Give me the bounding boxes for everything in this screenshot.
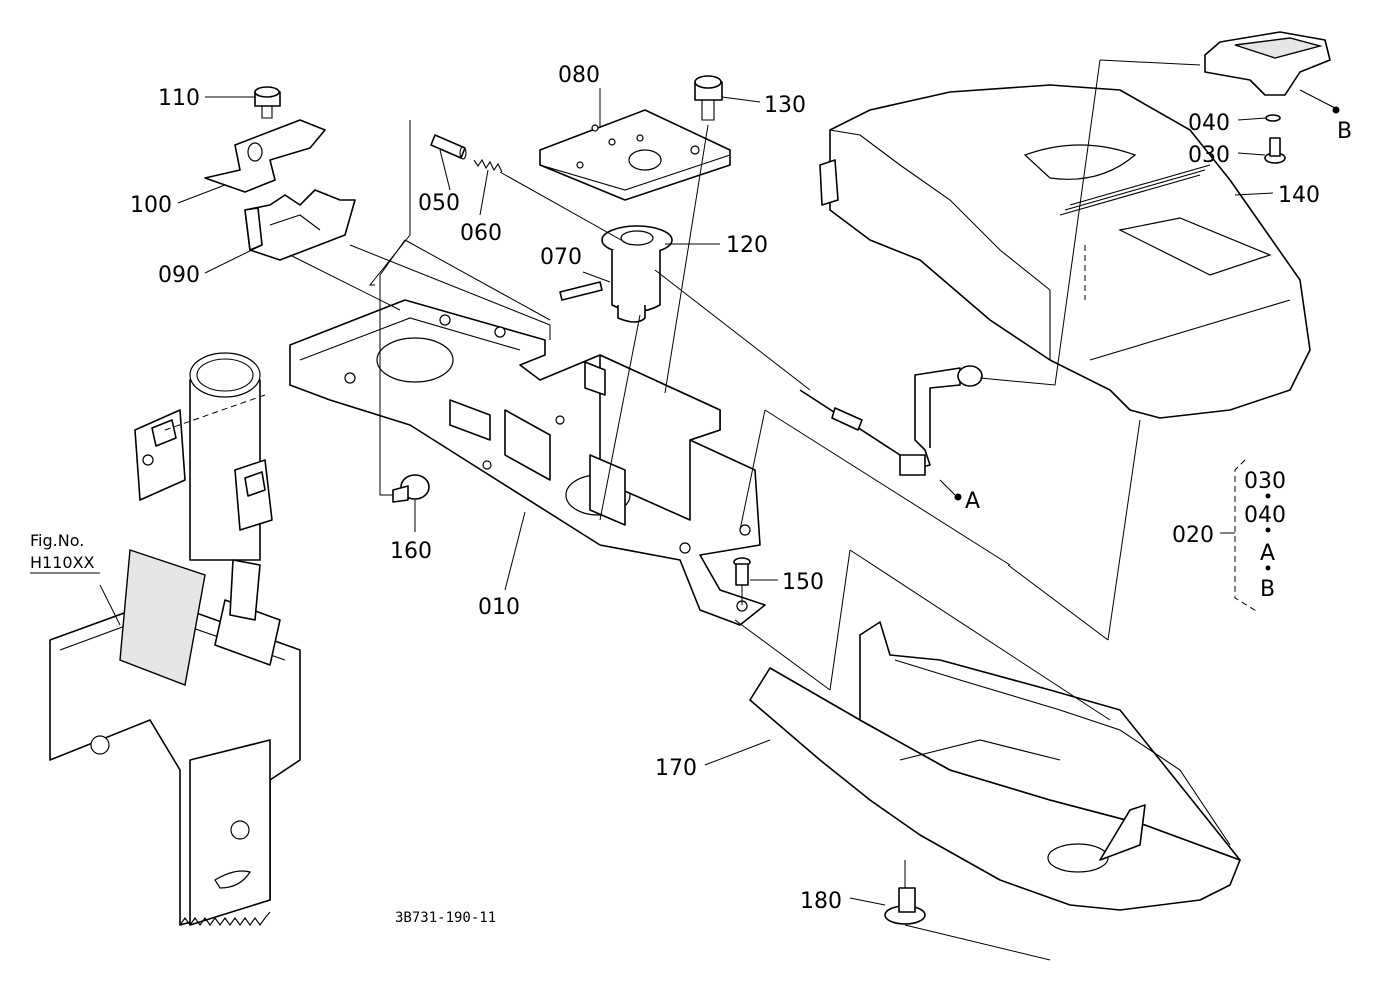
screw-030 [1264,137,1286,164]
drawing-number: 3B731-190-11 [395,910,496,926]
label-160: 160 [390,539,432,564]
screw-180 [884,887,926,925]
label-100: 100 [130,193,172,218]
label-180: 180 [800,889,842,914]
marker-b: B [1337,119,1352,144]
lower-cover-170 [749,621,1241,911]
label-090: 090 [158,263,200,288]
bolt-160 [392,474,430,503]
pin-070 [559,281,603,301]
label-110: 110 [158,86,200,111]
label-030: 030 [1188,143,1230,168]
bolt-110 [254,86,281,119]
screw-150 [733,557,751,586]
pin-050 [430,134,467,160]
label-130: 130 [764,93,806,118]
steering-column-post [49,352,301,926]
figure-reference-line1: Fig.No. [30,531,84,550]
bolt-130 [694,75,723,121]
label-060: 060 [460,221,502,246]
marker-b-dot [1332,106,1340,114]
block-090 [244,189,356,261]
group-020-item-b: B [1260,577,1275,602]
group-020-item-040: 040 [1244,503,1286,528]
group-020-dot-2 [1265,527,1271,533]
lever-rod [799,365,983,476]
plate-100 [204,119,326,193]
marker-a: A [965,489,980,514]
plate-080 [539,109,731,201]
group-020-item-030: 030 [1244,469,1286,494]
knob [1204,31,1331,96]
label-150: 150 [782,570,824,595]
label-120: 120 [726,233,768,258]
label-080: 080 [558,63,600,88]
figure-reference-line2: H110XX [30,553,95,572]
label-040: 040 [1188,111,1230,136]
group-020-item-a: A [1260,541,1275,566]
spring-060 [473,158,503,173]
label-010: 010 [478,595,520,620]
group-020-dot-1 [1265,493,1271,499]
cover-140 [819,84,1311,419]
label-070: 070 [540,245,582,270]
label-050: 050 [418,191,460,216]
bushing-120 [601,225,673,323]
label-leaders [99,88,1336,906]
main-bracket-010 [289,299,766,626]
assembly-guide-lines [164,59,1201,961]
label-140: 140 [1278,183,1320,208]
label-170: 170 [655,756,697,781]
label-020: 020 [1172,523,1214,548]
group-020-dot-3 [1265,565,1271,571]
marker-a-dot [954,493,962,501]
washer-040 [1265,114,1281,122]
